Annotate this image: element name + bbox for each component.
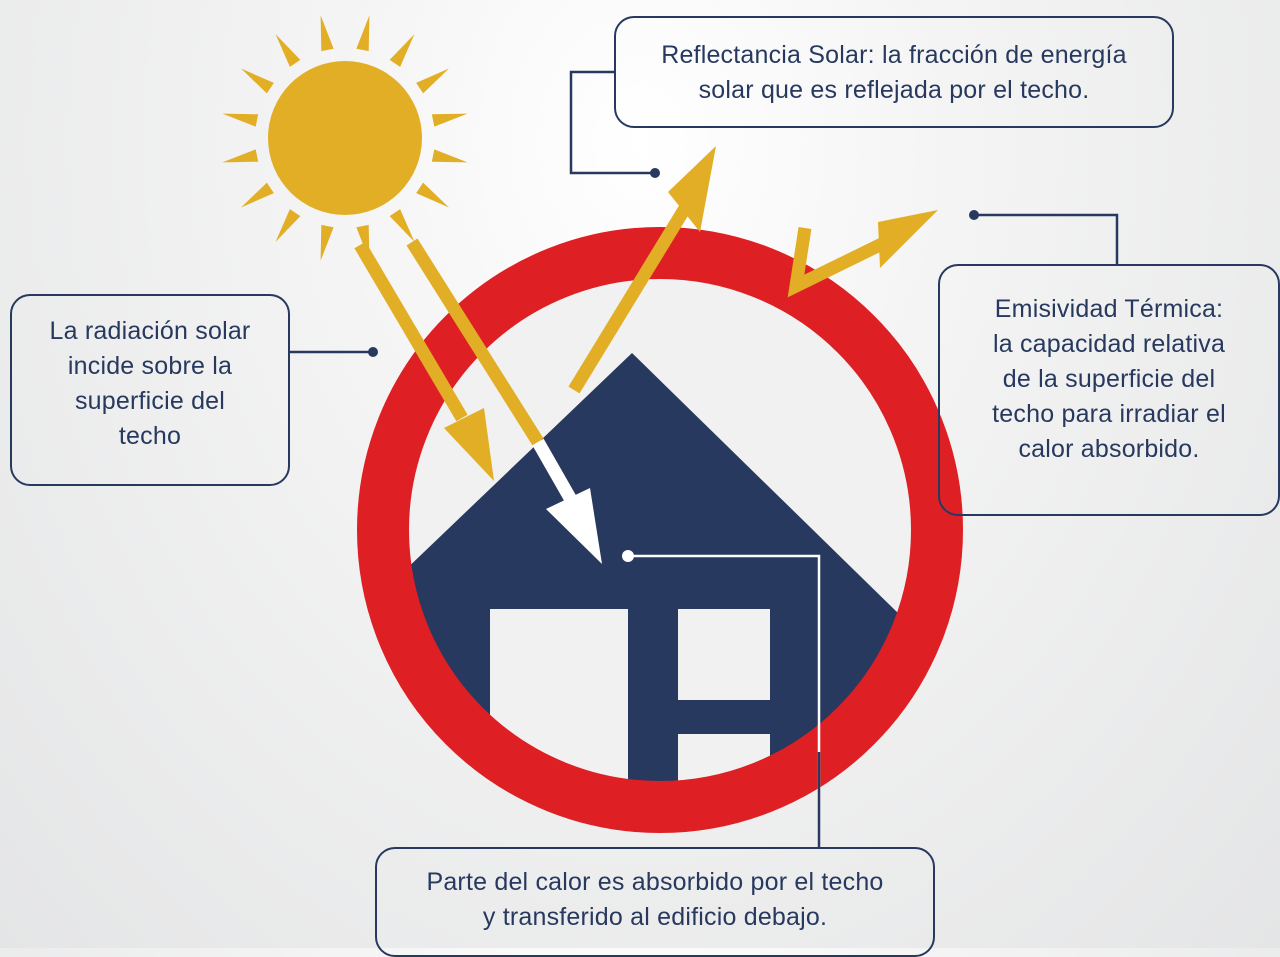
sun-ray [241, 68, 274, 94]
callout-line: incide sobre la [67, 352, 233, 380]
callout-line: de la superficie del [1002, 365, 1216, 393]
callout-solar-reflectance: Reflectancia Solar: la fracción de energ… [614, 16, 1174, 128]
sun-ray [320, 224, 334, 261]
sun-ray [416, 68, 449, 94]
sun-ray [241, 182, 274, 208]
callout-line: techo [118, 422, 182, 450]
sun-ray [275, 34, 301, 67]
sun-ray [356, 15, 370, 52]
incoming-ray-arrow-1 [354, 241, 494, 481]
callout-line: Reflectancia Solar: la fracción de energ… [661, 41, 1127, 69]
emissivity-arrow [787, 210, 938, 298]
sun-ray [320, 15, 334, 52]
sun-ray [389, 34, 415, 67]
callout-line: calor absorbido. [1018, 435, 1200, 463]
callout-line: y transferido al edificio debajo. [482, 903, 828, 931]
sun-ray [389, 209, 415, 242]
connector-absorbed [622, 550, 821, 847]
reflected-ray-arrow [568, 146, 716, 394]
sun-ray [431, 149, 468, 163]
sun-ray [275, 209, 301, 242]
house-icon [408, 278, 912, 782]
callout-solar-incidence: La radiación solar incide sobre la super… [10, 294, 290, 486]
callout-line: Parte del calor es absorbido por el tech… [426, 868, 884, 896]
callout-heat-absorbed: Parte del calor es absorbido por el tech… [375, 847, 935, 957]
connector-emissivity [969, 210, 1119, 264]
window-upper [678, 609, 770, 700]
callout-line: techo para irradiar el [992, 400, 1226, 428]
sun-ray [416, 182, 449, 208]
callout-line: Emisividad Térmica: [994, 295, 1224, 323]
sun-icon [222, 15, 468, 261]
sun-ray [431, 113, 468, 127]
callout-line: superficie del [74, 387, 226, 415]
sun-ray [222, 149, 259, 163]
connector-incidence [290, 347, 378, 357]
callout-line: la capacidad relativa [992, 330, 1226, 358]
callout-thermal-emissivity: Emisividad Térmica: la capacidad relativ… [938, 264, 1280, 516]
callout-line: solar que es reflejada por el techo. [698, 76, 1090, 104]
callout-line: La radiación solar [49, 317, 251, 345]
sun-ray [222, 113, 259, 127]
incoming-ray-arrow-2 [406, 238, 602, 564]
connector-reflectance [569, 70, 660, 178]
